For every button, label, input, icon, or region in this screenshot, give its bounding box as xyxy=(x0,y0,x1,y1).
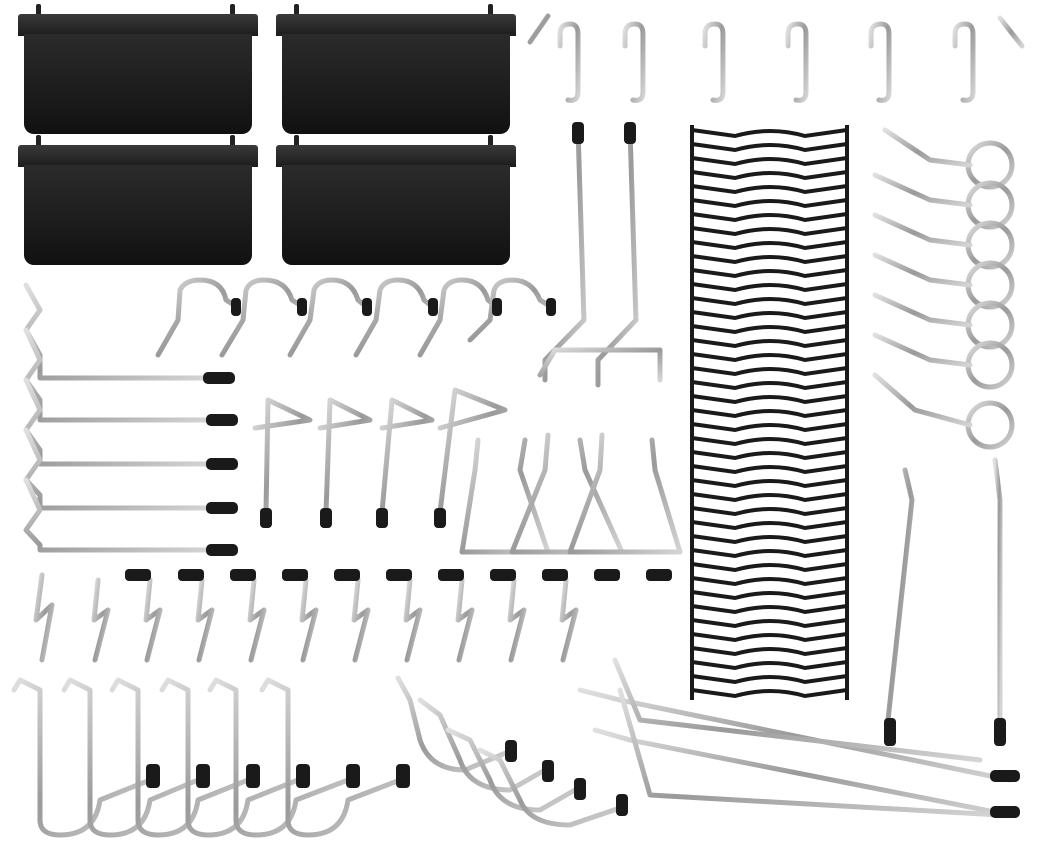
storage-bin xyxy=(276,4,516,134)
black-tips xyxy=(125,122,1020,818)
storage-bin xyxy=(18,4,258,134)
long-hook-rail xyxy=(27,572,673,663)
j-hook-row xyxy=(155,277,551,358)
storage-bin xyxy=(18,135,258,265)
ring-hooks xyxy=(872,127,1015,450)
large-j-hooks xyxy=(11,677,403,838)
curved-hooks-small xyxy=(252,387,508,515)
u-loop-hooks xyxy=(459,432,683,555)
storage-bin xyxy=(276,135,516,265)
shelf-brackets xyxy=(577,657,1013,818)
straight-hooks-left xyxy=(23,282,213,553)
double-prong-hook xyxy=(537,127,663,388)
multi-hook-rail xyxy=(522,13,1033,103)
curved-hooks-bottom xyxy=(395,675,623,828)
u-frame-hook xyxy=(879,457,1028,723)
spring-clip-strip xyxy=(690,125,849,700)
